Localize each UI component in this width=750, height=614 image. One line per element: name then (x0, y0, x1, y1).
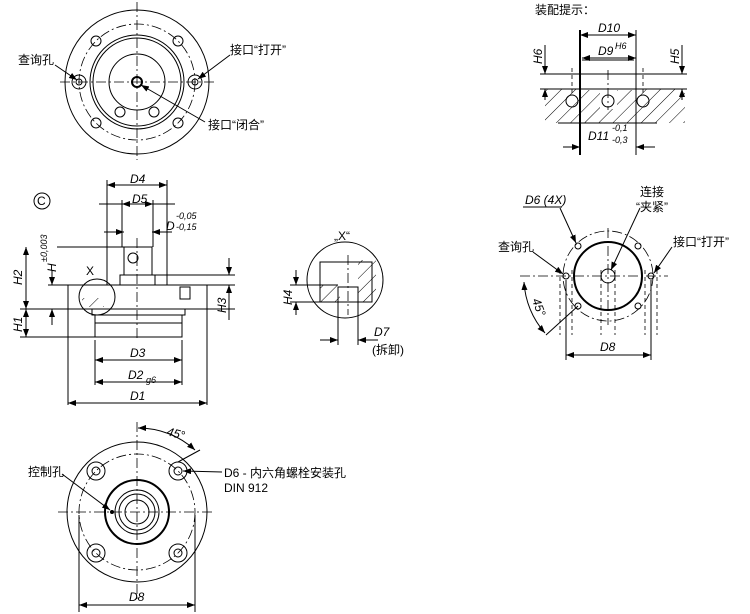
h6-label: H6 (531, 48, 545, 64)
detail-x-title: „X“ (334, 229, 350, 243)
d6-note-label: D6 - 内六角螺栓安装孔 (224, 465, 346, 480)
check-hole-label: 查询孔 (18, 53, 54, 67)
detail-x-marker: X (86, 264, 94, 278)
bottom-view: 45° 控制孔 D6 - 内六角螺栓安装孔 DIN 912 D8 (28, 422, 346, 612)
d11-label: D11 (588, 129, 609, 143)
d7-label: D7 (374, 325, 391, 339)
d8-label: D8 (600, 340, 616, 354)
h3-label: H3 (215, 297, 229, 313)
h5-label: H5 (668, 48, 682, 64)
port-open-label: 接口“打开” (230, 42, 286, 57)
angle-label: 45° (529, 296, 548, 318)
d10-label: D10 (598, 21, 620, 35)
side-view: C D4 D5 D -0,05 -0,15 H ±0,003 H2 H1 H3 … (11, 172, 235, 406)
d-tol-lower: -0,15 (176, 222, 198, 232)
d7-note: (拆卸) (372, 342, 404, 357)
d2-label: D2 (128, 368, 144, 382)
h2-label: H2 (11, 269, 25, 285)
mount-view: D6 (4X) 连接 “夹紧” 查询孔 接口“打开” 45° D8 (498, 184, 729, 360)
d11-tol-lower: -0,3 (612, 135, 628, 145)
connect-label-2: “夹紧” (636, 200, 668, 214)
d3-label: D3 (130, 346, 146, 360)
d9-tolerance: H6 (615, 41, 627, 51)
d6-label: D6 (4X) (525, 193, 566, 207)
port-close-label: 接口“闭合” (208, 117, 264, 132)
d9-label: D9 (598, 44, 614, 58)
detail-x-view: „X“ H4 D7 (拆卸) (281, 229, 404, 357)
assembly-hint-title: 装配提示： (535, 2, 595, 17)
d4-label: D4 (130, 172, 146, 186)
h-label: H (45, 263, 59, 272)
h4-label: H4 (281, 289, 295, 305)
d11-tol-upper: -0,1 (612, 123, 628, 133)
port-open-label-2: 接口“打开” (673, 234, 729, 249)
bottom-angle-label: 45° (165, 424, 186, 442)
d1-label: D1 (130, 389, 145, 403)
d2-tolerance: g6 (146, 375, 156, 385)
d5-label: D5 (132, 192, 148, 206)
h1-label: H1 (11, 317, 25, 332)
marker-c: C (37, 194, 46, 208)
top-view: 查询孔 接口“打开” 接口“闭合” (18, 2, 286, 160)
bottom-d8-label: D8 (129, 590, 145, 604)
din-label: DIN 912 (224, 481, 268, 495)
d-label: D (166, 219, 175, 233)
assembly-hint-view: 装配提示： D10 D9 H6 H6 H5 D11 -0,1 -0,3 (531, 2, 687, 155)
connect-label-1: 连接 (640, 184, 664, 199)
h-tolerance: ±0,003 (39, 235, 49, 262)
d-tol-upper: -0,05 (176, 211, 198, 221)
control-hole-label: 控制孔 (28, 465, 64, 479)
check-hole-label-2: 查询孔 (498, 240, 534, 254)
